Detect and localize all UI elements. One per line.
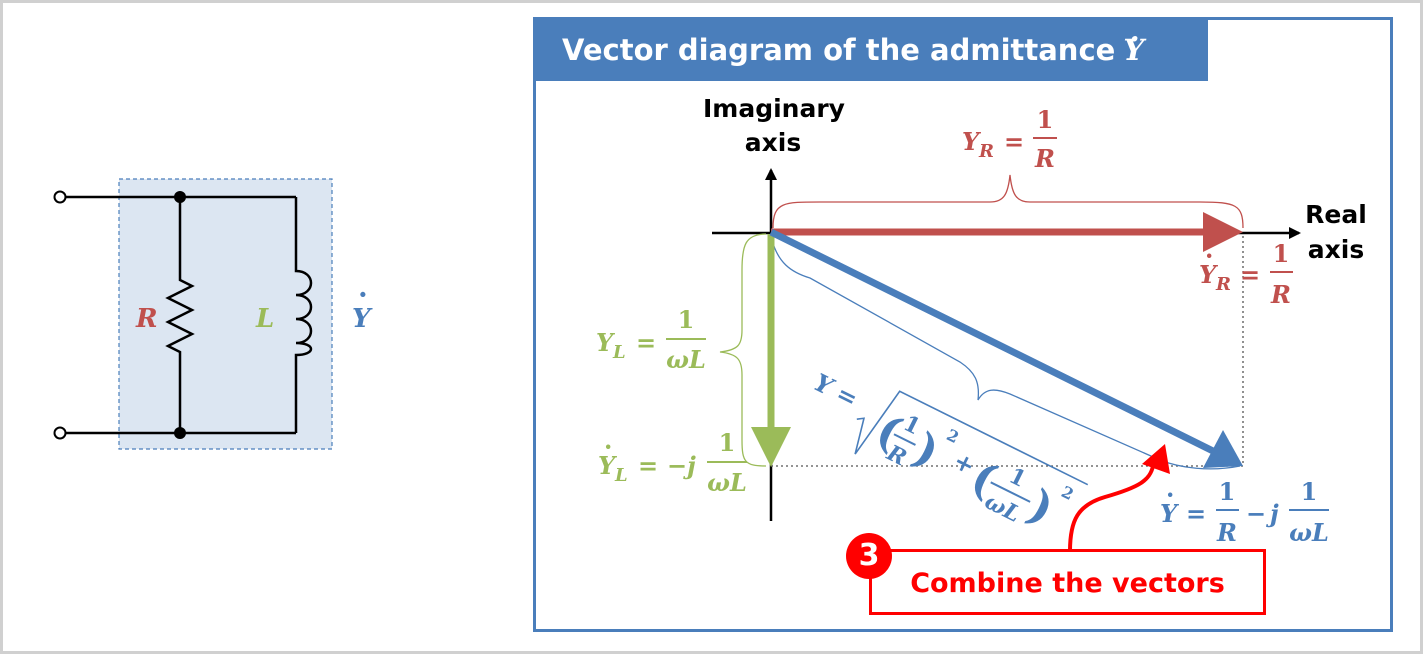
panel-title-symbol: Y·	[1123, 22, 1145, 67]
YL-eq: =	[636, 328, 656, 357]
vector-YR-head	[1203, 212, 1243, 252]
terminal-top	[53, 190, 67, 204]
YR-vec-dot: ·	[1205, 241, 1213, 270]
vector-YL-head	[751, 427, 791, 467]
Y-vec-j: j	[1266, 499, 1279, 528]
label-YR-magnitude: Y R = 1 R	[962, 105, 1057, 173]
callout-arrow-head	[1142, 444, 1170, 474]
Y-mag-bar1	[893, 433, 916, 446]
Y-mag-bar2	[990, 481, 1031, 503]
YR-den: R	[1034, 144, 1055, 173]
inductor-icon	[294, 197, 313, 433]
Y-vec-num2: 1	[1301, 477, 1318, 506]
YL-vec-dot: ·	[604, 432, 612, 461]
YL-vec-num: 1	[719, 428, 736, 457]
Y-mag-exp1: 2	[944, 425, 962, 447]
admittance-dot: ·	[358, 278, 368, 311]
Y-vec-eq: =	[1186, 499, 1206, 528]
callout-arrow-curve	[1068, 465, 1155, 552]
vector-Y-head	[1203, 430, 1243, 468]
YR-symbol: Y	[962, 127, 982, 156]
inductor-label: L	[255, 304, 274, 334]
Y-mag-exp2: 2	[1058, 482, 1076, 504]
YR-eq: =	[1004, 127, 1024, 156]
Y-mag-rparen2: )	[1020, 480, 1061, 535]
Y-mag-eq: =	[832, 379, 863, 414]
label-Y-magnitude: Y = ( 1 R ) 2 + ( 1 ωL ) 2	[809, 367, 1089, 535]
Y-vec-dot: ·	[1166, 480, 1174, 509]
Y-vec-den1: R	[1216, 518, 1237, 547]
callout-box: Combine the vectors	[869, 549, 1266, 615]
resistor-label: R	[135, 304, 158, 334]
vector-Y	[769, 228, 1243, 468]
Y-vec-num1: 1	[1219, 477, 1236, 506]
circuit-diagram: R L Y ·	[53, 178, 373, 450]
YL-vec-symbol: Y	[598, 451, 618, 480]
YL-vec-sub: L	[614, 465, 628, 486]
YL-num: 1	[678, 305, 695, 334]
sqrt-sign	[854, 390, 1089, 486]
panel-title-dot: ·	[1129, 22, 1140, 57]
imaginary-axis-label-1: Imaginary	[703, 94, 845, 123]
label-Y-vector: Y · = 1 R − j 1 ωL	[1160, 477, 1329, 547]
panel-title-text: Vector diagram of the admittance	[562, 33, 1116, 67]
YR-sub: R	[978, 141, 994, 162]
YL-den: ωL	[666, 345, 706, 374]
vector-YR	[771, 212, 1243, 252]
YR-vec-num: 1	[1273, 239, 1290, 268]
panel-title-y: Y	[1123, 33, 1145, 67]
label-YL-vector: Y · L = −j 1 ωL	[598, 428, 747, 497]
YL-vec-eq: =	[638, 451, 658, 480]
Y-mag-num2: 1	[1005, 463, 1030, 493]
resistor-icon	[165, 197, 195, 433]
YL-vec-den: ωL	[707, 468, 747, 497]
label-YL-magnitude: Y L = 1 ωL	[596, 305, 706, 374]
vector-Y-shaft	[769, 228, 1215, 455]
Y-vec-den2: ωL	[1289, 518, 1329, 547]
Y-vec-symbol: Y	[1160, 499, 1180, 528]
Y-vec-minus: −	[1246, 499, 1266, 528]
YR-vec-sub: R	[1215, 274, 1231, 295]
step-badge: 3	[846, 533, 892, 579]
YR-vec-eq: =	[1240, 260, 1260, 289]
admittance-label: Y	[352, 304, 373, 334]
YR-vec-den: R	[1270, 280, 1291, 309]
callout-arrow	[1068, 444, 1170, 552]
brace-YL	[719, 233, 767, 467]
YR-vec-symbol: Y	[1199, 260, 1219, 289]
YL-sub: L	[612, 342, 626, 363]
brace-YR	[772, 174, 1244, 229]
imaginary-axis-label-2: axis	[745, 128, 801, 157]
YL-vec-minus-j: −j	[667, 451, 696, 480]
real-axis-label-1: Real	[1305, 200, 1367, 229]
YL-symbol: Y	[596, 328, 616, 357]
terminal-bottom	[53, 426, 67, 440]
label-YR-vector: Y · R = 1 R	[1199, 239, 1293, 309]
real-axis-label-2: axis	[1308, 235, 1364, 264]
vector-YL	[751, 234, 791, 467]
YR-num: 1	[1037, 105, 1054, 134]
brace-Y	[771, 239, 1241, 470]
